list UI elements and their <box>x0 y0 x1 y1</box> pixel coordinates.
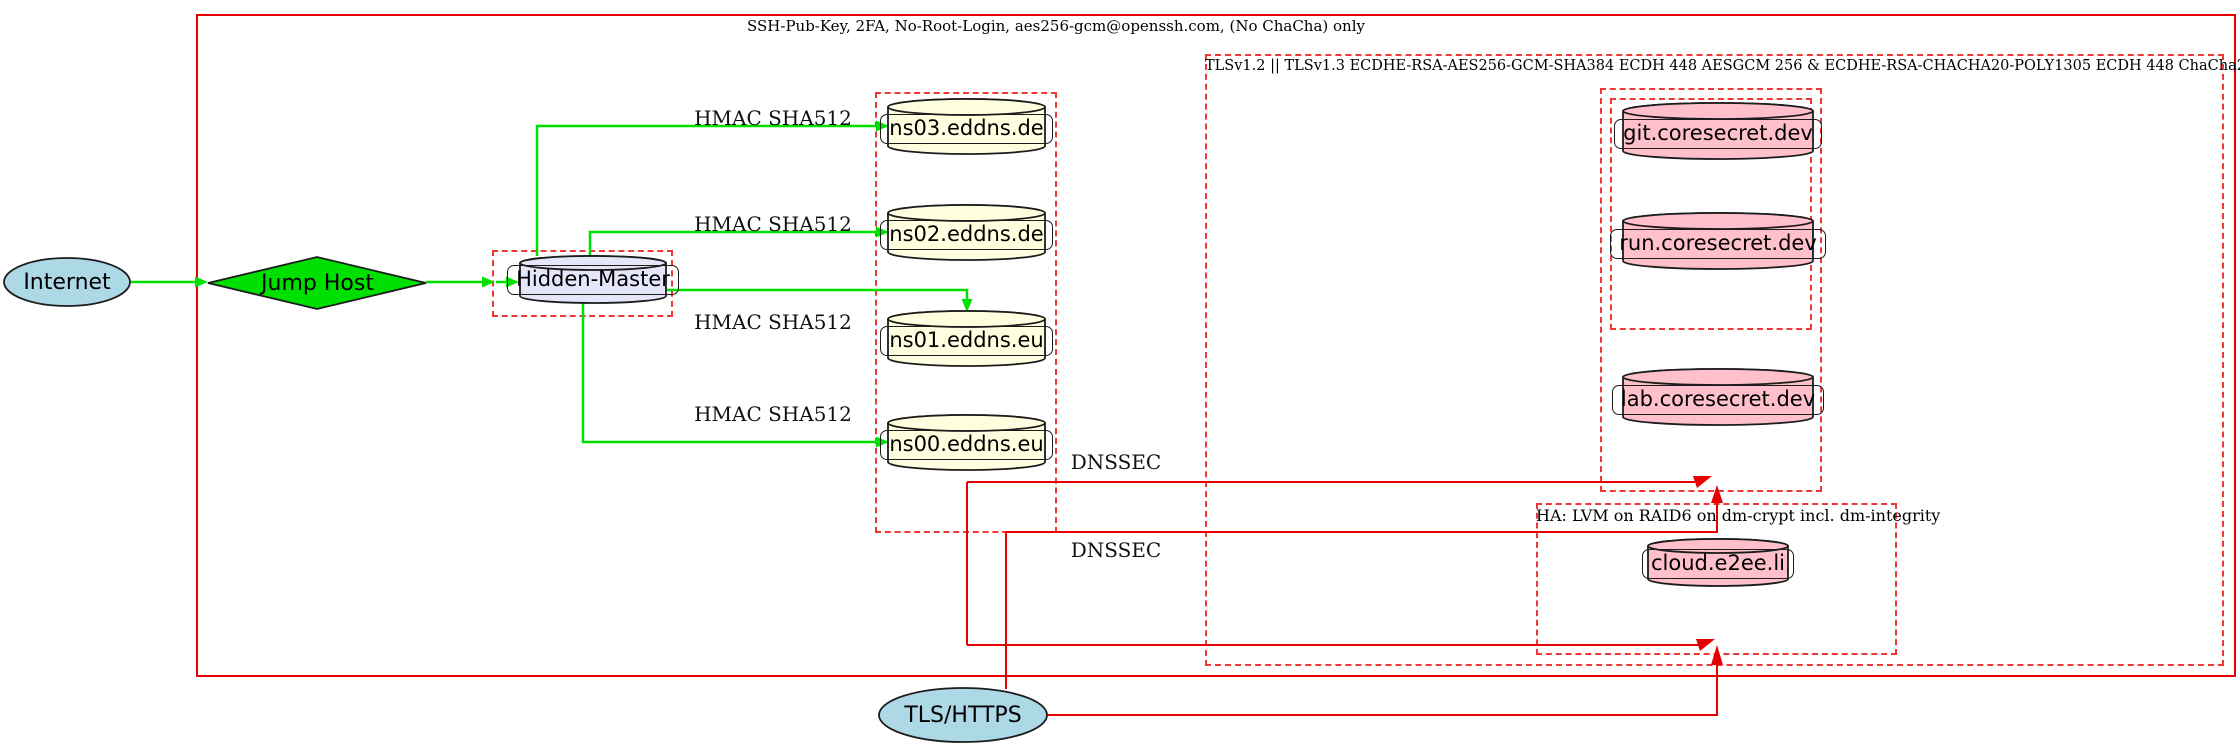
arrowhead <box>482 276 495 288</box>
arrowhead <box>1711 645 1723 665</box>
arrowhead <box>1696 639 1715 651</box>
cloud-node <box>1647 538 1789 587</box>
edge-hm-ns01 <box>666 288 969 300</box>
arrowhead <box>876 226 889 238</box>
cluster-coresecret-outer <box>1600 88 1822 492</box>
arrowhead <box>876 436 889 448</box>
ns02-node <box>887 204 1046 261</box>
arrowhead <box>1711 485 1723 503</box>
ns03-label: ns03.eddns.de <box>880 108 1053 150</box>
arrowhead <box>195 276 208 288</box>
arrowhead <box>1693 476 1712 488</box>
jump-host-label: Jump Host <box>261 270 374 296</box>
red-arrowheads <box>1693 476 1723 665</box>
hidden-master-label: Hidden-Master <box>507 261 679 299</box>
tls-https-node <box>878 687 1048 743</box>
git-node <box>1622 102 1814 160</box>
hidden-master-node <box>519 255 667 304</box>
edge-label-hmac-ns00: HMAC SHA512 <box>694 402 852 426</box>
lab-node <box>1622 368 1814 426</box>
cluster-ha-label: HA: LVM on RAID6 on dm-crypt incl. dm-in… <box>1536 506 1941 525</box>
edge-label-hmac-ns03: HMAC SHA512 <box>694 106 852 130</box>
ns01-label: ns01.eddns.eu <box>880 320 1053 362</box>
edge-label-hmac-ns02: HMAC SHA512 <box>694 212 852 236</box>
arrowhead <box>961 299 973 312</box>
edge-hm-ns00 <box>581 303 876 444</box>
arrowhead <box>876 120 889 132</box>
cluster-ssh-label: SSH-Pub-Key, 2FA, No-Root-Login, aes256-… <box>747 17 1365 35</box>
ns03-node <box>887 98 1046 155</box>
edge-tls-to-coresecret <box>1005 495 1718 689</box>
internet-node <box>3 257 131 307</box>
ns02-label: ns02.eddns.de <box>880 214 1053 256</box>
cluster-coresecret-inner <box>1610 98 1812 330</box>
edge-label-hmac-ns01: HMAC SHA512 <box>694 310 852 334</box>
cluster-ssh <box>196 14 2236 677</box>
internet-label: Internet <box>23 269 111 295</box>
ns00-label: ns00.eddns.eu <box>880 424 1053 466</box>
green-arrowheads <box>195 120 973 448</box>
cluster-tls-label: TLSv1.2 || TLSv1.3 ECDHE-RSA-AES256-GCM-… <box>1205 58 2240 74</box>
jump-host-node <box>207 256 427 310</box>
edge-label-dnssec-2: DNSSEC <box>1070 538 1162 562</box>
lab-label: lab.coresecret.dev <box>1611 379 1825 421</box>
arrowhead <box>506 276 519 288</box>
ns00-node <box>887 414 1046 471</box>
run-label: run.coresecret.dev <box>1610 223 1826 265</box>
git-label: git.coresecret.dev <box>1614 113 1822 155</box>
tls-https-label: TLS/HTTPS <box>904 702 1022 728</box>
edge-tls-to-ha <box>1046 660 1718 716</box>
cloud-label: cloud.e2ee.li <box>1642 546 1795 582</box>
red-edges <box>966 481 1718 716</box>
edge-hm-ns02 <box>588 230 876 256</box>
edge-label-dnssec-1: DNSSEC <box>1070 450 1162 474</box>
edge-hm-ns03 <box>535 124 876 256</box>
green-edges <box>131 124 969 444</box>
ns01-node <box>887 310 1046 367</box>
